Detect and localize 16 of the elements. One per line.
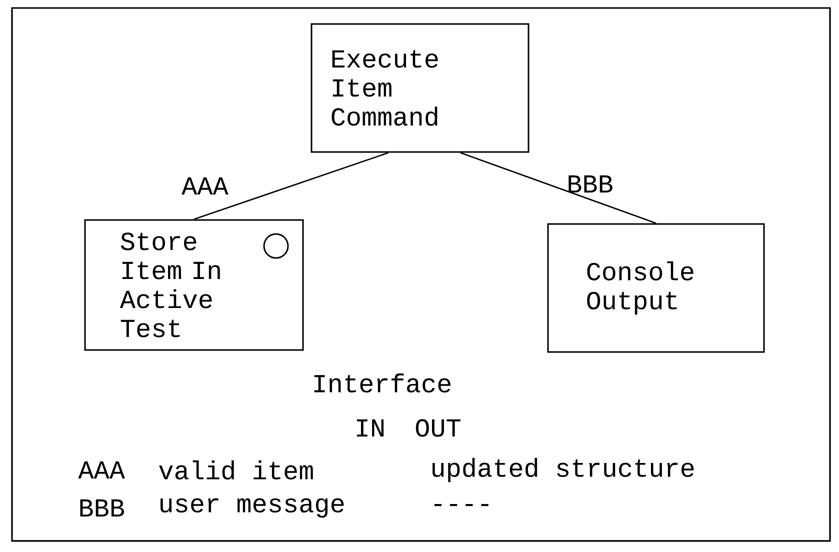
label-text: valid item [159,460,313,480]
process-box: Console Output [547,223,765,353]
label-text: IN [356,419,384,437]
label-text: BBB [80,499,124,517]
label-text: AAA [78,461,125,479]
label-text: updated structure [432,458,694,482]
process-box: Store Item In Active Test [84,219,304,351]
process-box: Execute Item Command [310,23,530,153]
label-text: OUT [416,419,460,437]
label-text: Interface [314,373,450,393]
label-text: ---- [434,504,488,506]
edge-label: AAA [182,177,228,195]
connector-line [194,152,389,220]
label-text: user message [160,498,344,518]
connector-line [460,152,656,224]
edge-label: BBB [568,175,612,193]
